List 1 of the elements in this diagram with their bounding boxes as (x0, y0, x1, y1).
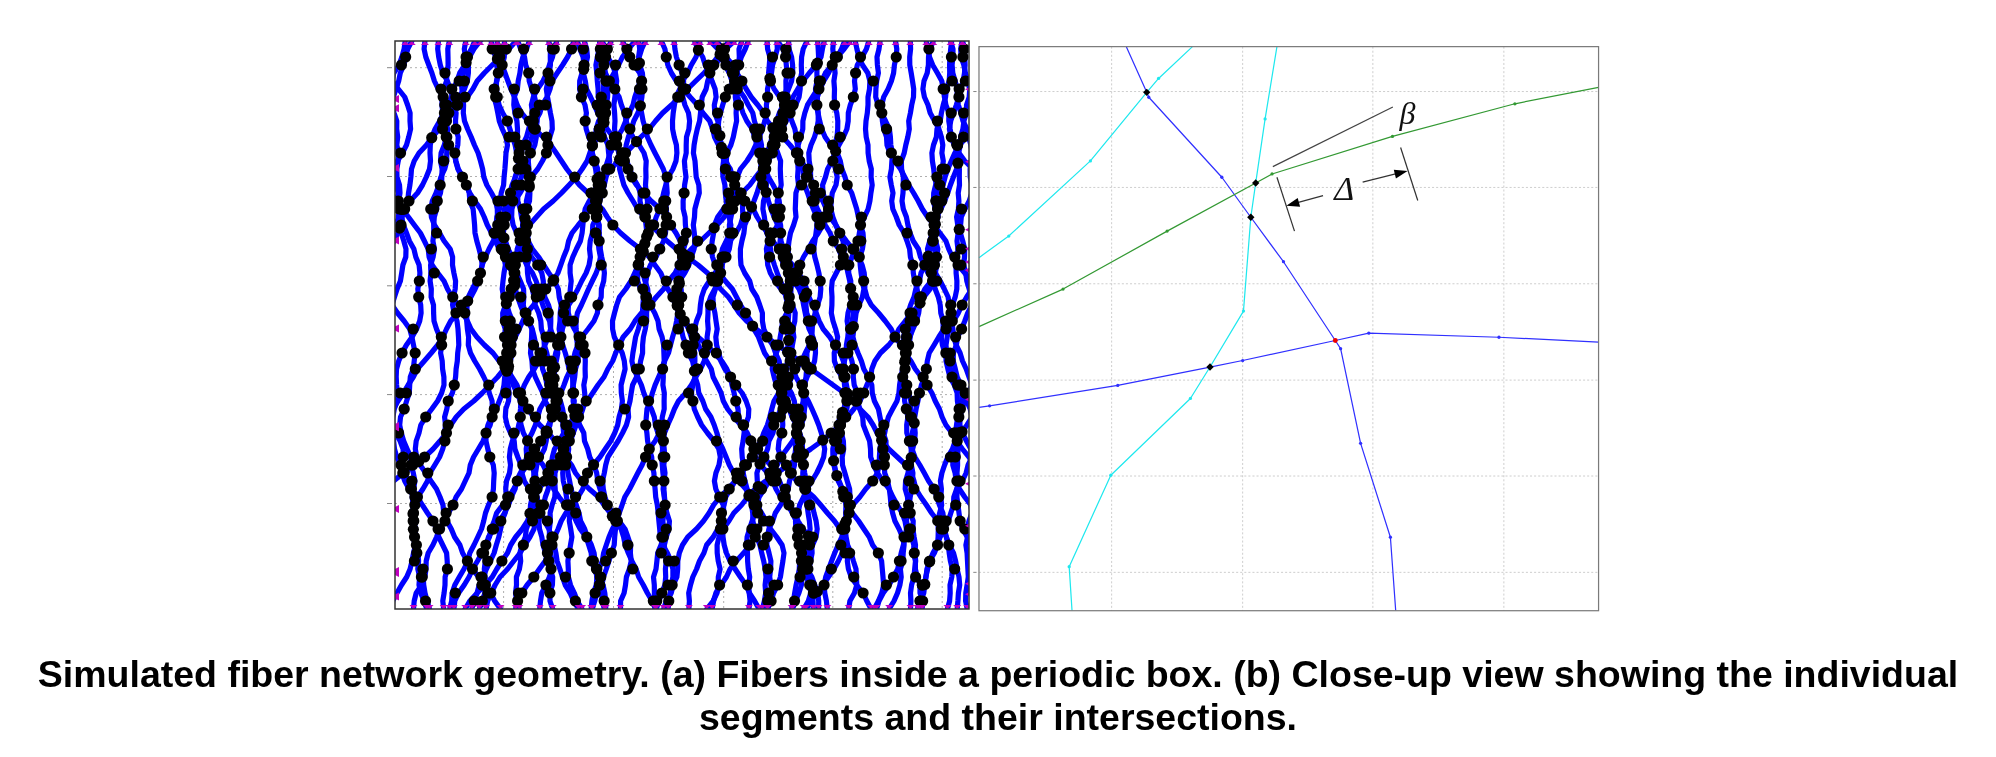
figure-caption: Simulated fiber network geometry. (a) Fibers inside a periodic box. (b) Close-up view showing the individual segments and their intersections. (36, 653, 1960, 739)
